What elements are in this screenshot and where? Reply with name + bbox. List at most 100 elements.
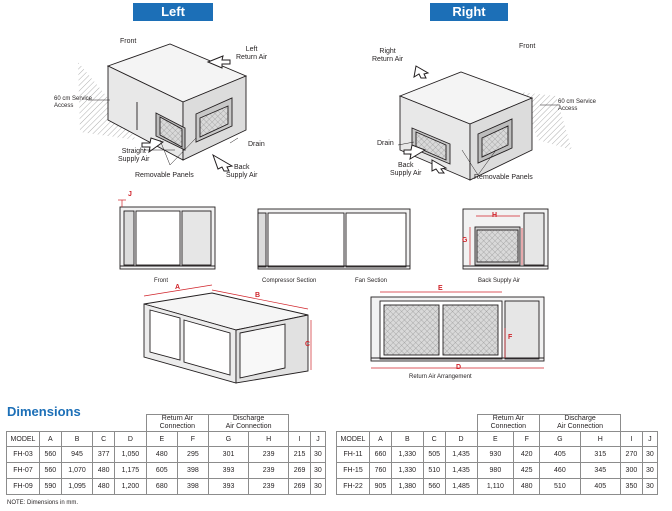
col-c: C bbox=[422, 431, 446, 447]
model-cell: FH-03 bbox=[6, 446, 40, 463]
value-cell: 480 bbox=[92, 478, 116, 495]
value-cell: 460 bbox=[539, 462, 581, 479]
value-cell: 1,050 bbox=[114, 446, 147, 463]
value-cell: 1,110 bbox=[476, 478, 515, 495]
label-return-air-arrangement: Return Air Arrangement bbox=[409, 374, 472, 380]
col-f: F bbox=[176, 431, 209, 447]
dim-letter-h: H bbox=[492, 212, 498, 219]
abc-dimensions bbox=[143, 284, 312, 370]
dim-letter-d: D bbox=[456, 364, 462, 371]
col-i: I bbox=[288, 431, 311, 447]
value-cell: 1,330 bbox=[390, 446, 424, 463]
value-cell: 1,435 bbox=[444, 462, 478, 479]
value-cell: 30 bbox=[641, 478, 659, 495]
dim-letter-b: B bbox=[255, 292, 261, 299]
value-cell: 505 bbox=[422, 446, 446, 463]
unit-drawings bbox=[78, 43, 572, 384]
dim-letter-e: E bbox=[438, 285, 443, 292]
col-g: G bbox=[539, 431, 581, 447]
back-supply-view bbox=[462, 208, 549, 270]
label-right-return-air: Right Return Air bbox=[372, 48, 404, 63]
col-a: A bbox=[39, 431, 62, 447]
col-j: J bbox=[309, 431, 327, 447]
tab-left[interactable]: Left bbox=[133, 3, 213, 21]
tab-right[interactable]: Right bbox=[430, 3, 508, 21]
label-straight-supply-air: Straight Supply Air bbox=[118, 148, 150, 163]
col-model: MODEL bbox=[6, 431, 40, 447]
right-airflow-arrows bbox=[397, 65, 560, 176]
col-b: B bbox=[390, 431, 424, 447]
value-cell: 590 bbox=[39, 478, 62, 495]
group-discharge-air: Discharge Air Connection bbox=[207, 414, 290, 432]
col-d: D bbox=[114, 431, 147, 447]
label-front-view: Front bbox=[154, 278, 169, 284]
dimensions-note: NOTE: Dimensions in mm. bbox=[7, 500, 79, 506]
value-cell: 1,330 bbox=[390, 462, 424, 479]
label-removable-panels-left: Removable Panels bbox=[135, 172, 194, 179]
value-cell: 269 bbox=[288, 462, 311, 479]
table-group-row: Return Air Connection Discharge Air Conn… bbox=[337, 414, 658, 432]
value-cell: 905 bbox=[369, 478, 392, 495]
col-c: C bbox=[92, 431, 116, 447]
dim-letter-c: C bbox=[305, 341, 311, 348]
compressor-fan-view bbox=[257, 208, 411, 270]
value-cell: 760 bbox=[369, 462, 392, 479]
model-cell: FH-11 bbox=[336, 446, 370, 463]
value-cell: 1,175 bbox=[114, 462, 147, 479]
value-cell: 398 bbox=[176, 478, 209, 495]
value-cell: 1,380 bbox=[390, 478, 424, 495]
value-cell: 300 bbox=[619, 462, 643, 479]
value-cell: 560 bbox=[39, 462, 62, 479]
value-cell: 660 bbox=[369, 446, 392, 463]
left-iso-unit bbox=[78, 43, 248, 161]
value-cell: 1,095 bbox=[60, 478, 94, 495]
label-front-left: Front bbox=[120, 38, 137, 45]
label-back-supply-air-view: Back Supply Air bbox=[478, 278, 521, 284]
value-cell: 930 bbox=[476, 446, 515, 463]
col-i: I bbox=[619, 431, 643, 447]
table-header-row: MODEL A B C D E F G H I J bbox=[336, 431, 659, 447]
value-cell: 30 bbox=[641, 462, 659, 479]
dimensions-heading: Dimensions bbox=[7, 404, 81, 419]
group-discharge-air-label: Discharge Air Connection bbox=[557, 415, 604, 430]
label-front-right: Front bbox=[519, 43, 536, 50]
left-airflow-arrows bbox=[88, 55, 239, 172]
value-cell: 510 bbox=[539, 478, 581, 495]
value-cell: 1,070 bbox=[60, 462, 94, 479]
col-model: MODEL bbox=[336, 431, 370, 447]
def-dimensions bbox=[371, 291, 544, 369]
group-discharge-air: Discharge Air Connection bbox=[539, 414, 621, 432]
col-h: H bbox=[248, 431, 290, 447]
value-cell: 30 bbox=[309, 446, 327, 463]
value-cell: 480 bbox=[92, 462, 116, 479]
j-dimension bbox=[118, 199, 126, 207]
group-return-air: Return Air Connection bbox=[476, 414, 541, 432]
label-drain-left: Drain bbox=[248, 141, 265, 148]
value-cell: 1,200 bbox=[114, 478, 147, 495]
value-cell: 239 bbox=[248, 478, 290, 495]
label-back-supply-air-right: Back Supply Air bbox=[390, 162, 422, 177]
value-cell: 215 bbox=[288, 446, 311, 463]
value-cell: 377 bbox=[92, 446, 116, 463]
value-cell: 350 bbox=[619, 478, 643, 495]
label-removable-panels-right: Removable Panels bbox=[474, 174, 533, 181]
value-cell: 393 bbox=[207, 462, 250, 479]
value-cell: 405 bbox=[579, 478, 621, 495]
value-cell: 405 bbox=[539, 446, 581, 463]
value-cell: 420 bbox=[513, 446, 541, 463]
value-cell: 480 bbox=[513, 478, 541, 495]
value-cell: 398 bbox=[176, 462, 209, 479]
value-cell: 560 bbox=[39, 446, 62, 463]
group-return-air: Return Air Connection bbox=[145, 414, 209, 432]
dimensions-table-right: Return Air Connection Discharge Air Conn… bbox=[336, 414, 659, 495]
value-cell: 980 bbox=[476, 462, 515, 479]
col-e: E bbox=[476, 431, 515, 447]
value-cell: 680 bbox=[145, 478, 178, 495]
dim-letter-a: A bbox=[175, 284, 181, 291]
